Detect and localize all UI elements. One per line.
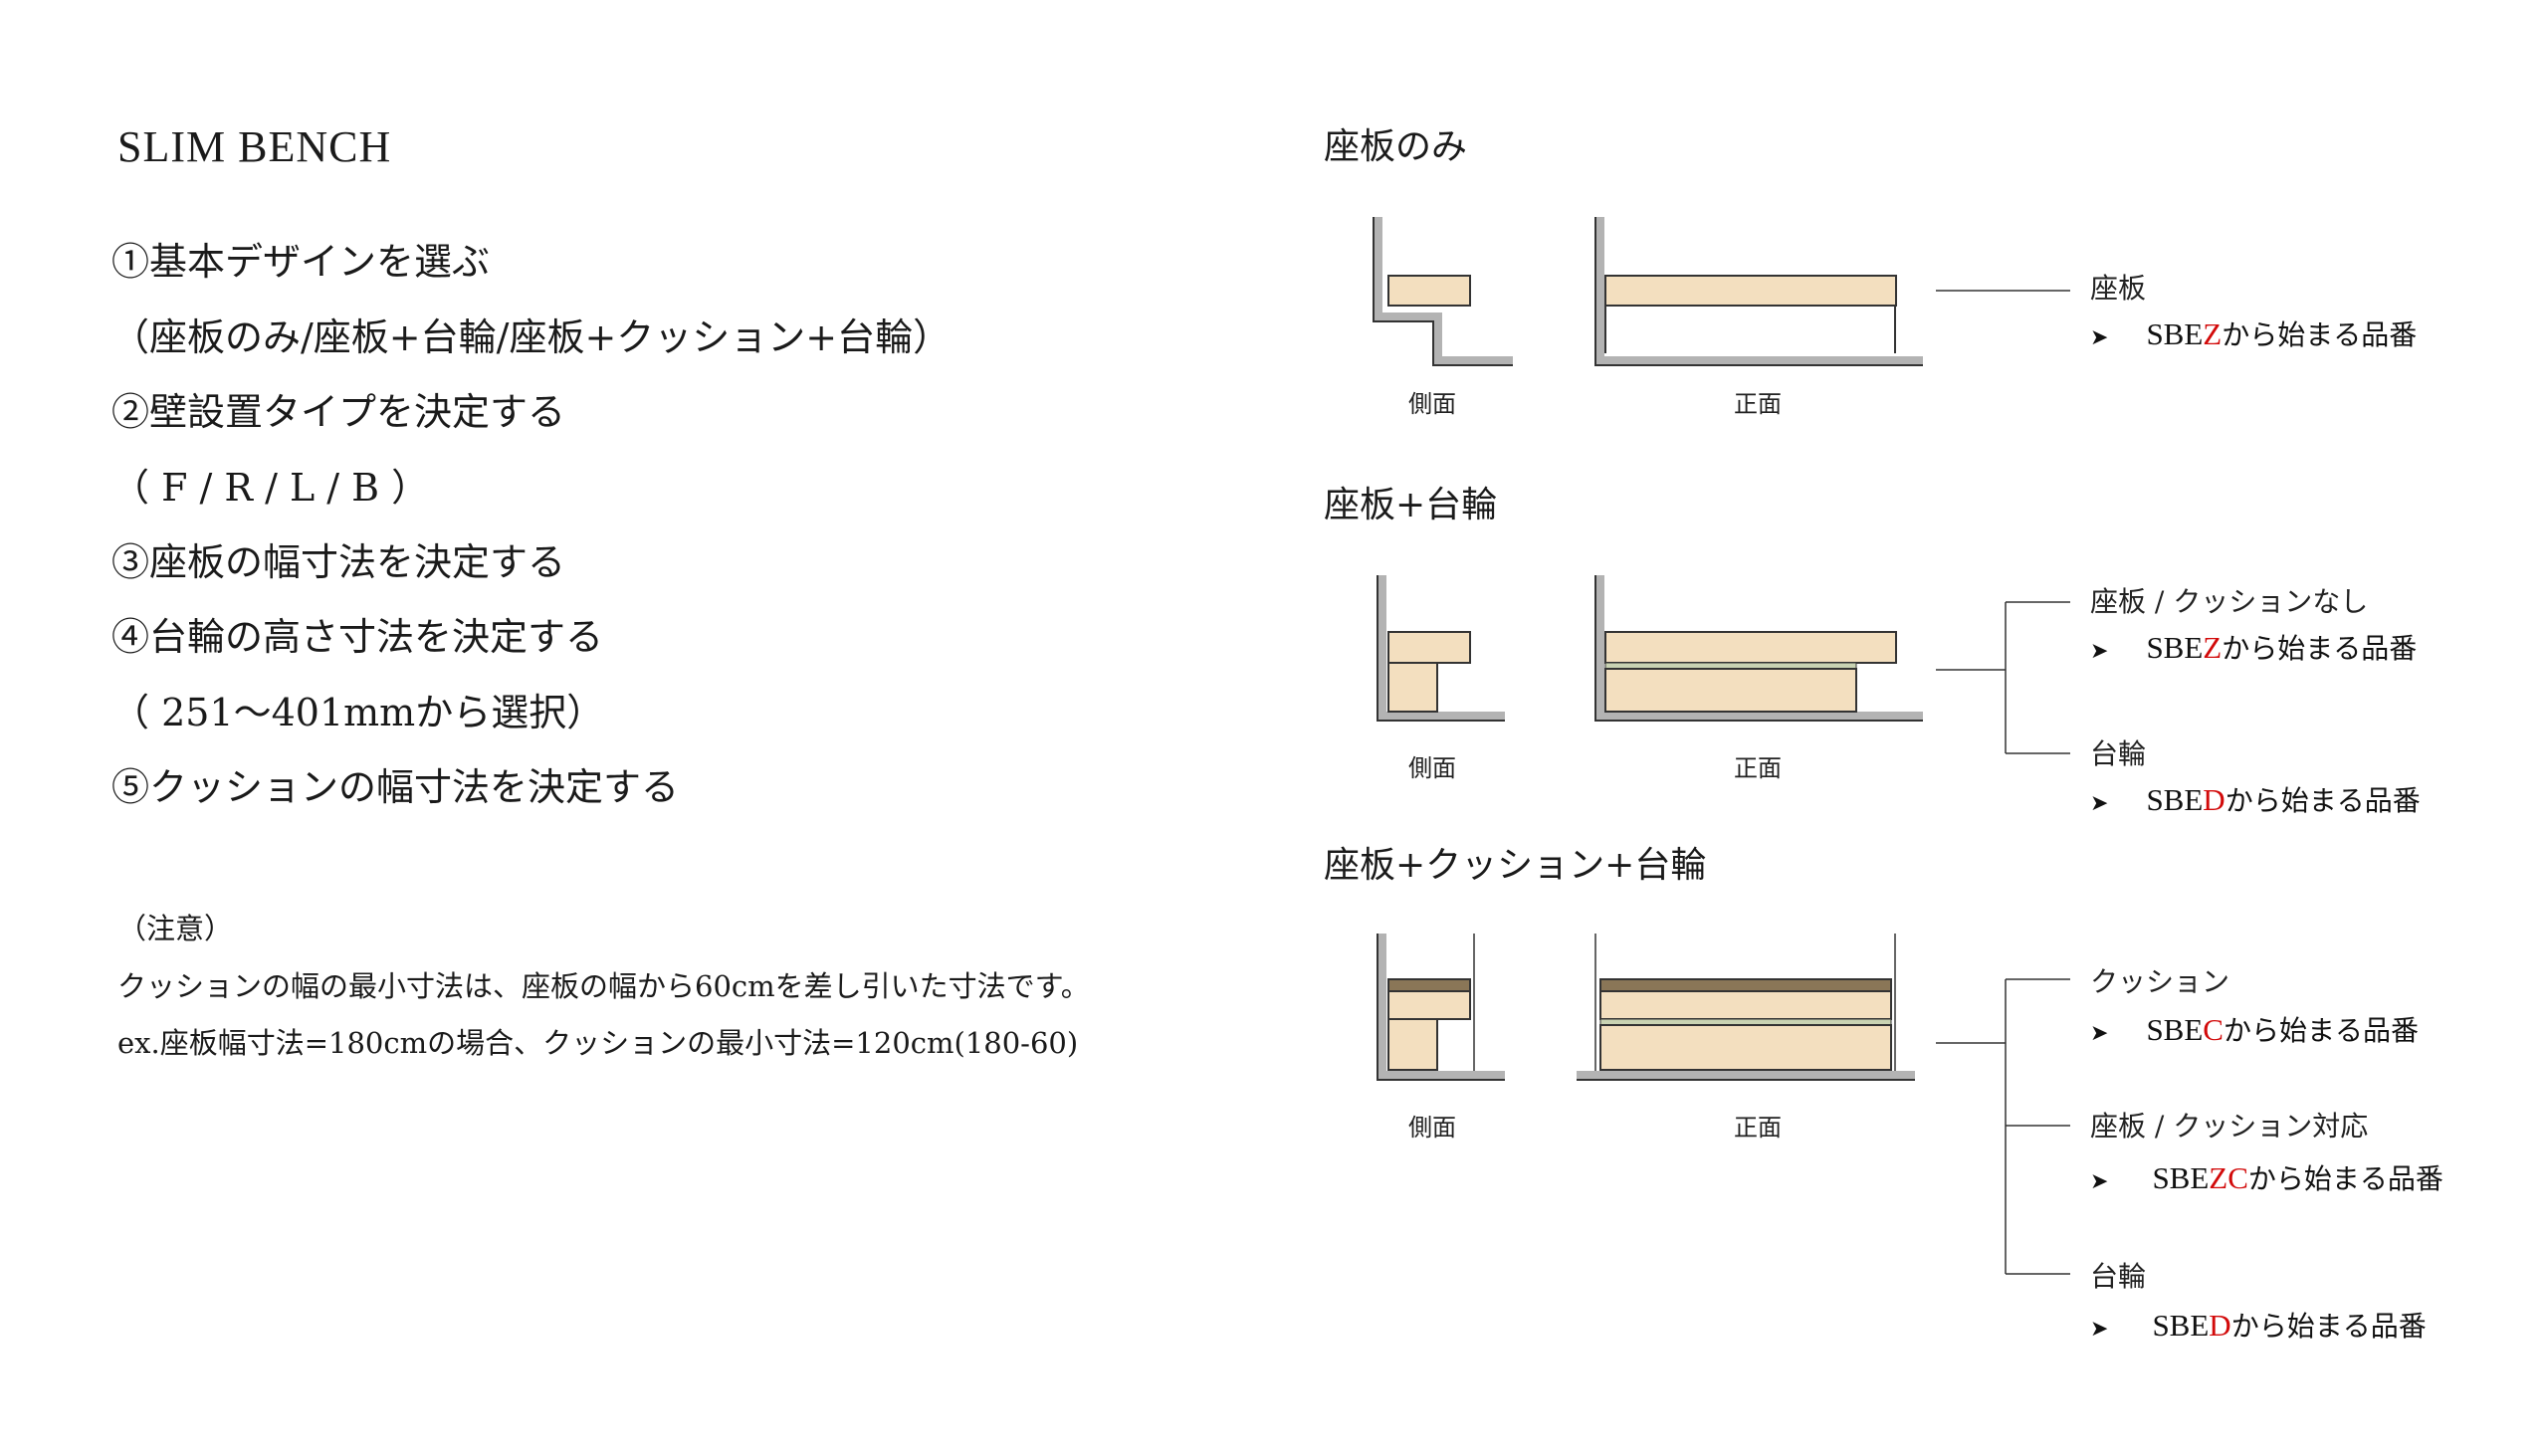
part-code: ➤SBEZから始まる品番 bbox=[2090, 630, 2418, 665]
step-3: ③座板の幅寸法を決定する bbox=[111, 540, 566, 584]
section2-side-caption: 側面 bbox=[1408, 754, 1456, 782]
part-label: 座板 / クッション対応 bbox=[2090, 1110, 2369, 1143]
section3-title: 座板+クッション+台輪 bbox=[1324, 845, 1707, 886]
plinth bbox=[1387, 1018, 1438, 1071]
section2-title: 座板+台輪 bbox=[1324, 485, 1498, 525]
plinth bbox=[1604, 668, 1857, 713]
section1-title: 座板のみ bbox=[1324, 126, 1468, 167]
arrowhead-icon: ➤ bbox=[2090, 791, 2109, 816]
seat-board bbox=[1604, 275, 1897, 307]
part-code: ➤SBECから始まる品番 bbox=[2090, 1012, 2419, 1047]
note-line-2: ex.座板幅寸法=180cmの場合、クッションの最小寸法=120cm(180-6… bbox=[117, 1026, 1079, 1060]
plinth bbox=[1387, 662, 1438, 713]
section2-front-caption: 正面 bbox=[1734, 754, 1782, 782]
part-code: ➤SBEDから始まる品番 bbox=[2090, 1308, 2427, 1343]
arrowhead-icon: ➤ bbox=[2090, 325, 2109, 350]
cushion bbox=[1599, 978, 1892, 992]
arrowhead-icon: ➤ bbox=[2090, 1169, 2109, 1194]
step-5: ⑤クッションの幅寸法を決定する bbox=[111, 765, 680, 809]
seat-board bbox=[1387, 990, 1471, 1020]
step-2: ②壁設置タイプを決定する bbox=[111, 390, 566, 434]
section2-side-view bbox=[1377, 575, 1505, 722]
section3-side-caption: 側面 bbox=[1408, 1114, 1456, 1142]
note-heading: （注意） bbox=[117, 912, 234, 945]
section1-front-caption: 正面 bbox=[1734, 390, 1782, 418]
part-label: 台輪 bbox=[2090, 737, 2147, 770]
part-code: ➤SBEZCから始まる品番 bbox=[2090, 1160, 2443, 1195]
seat-board bbox=[1604, 631, 1897, 664]
seat-board bbox=[1387, 275, 1471, 307]
section3-front-view bbox=[1577, 934, 1915, 1081]
part-label: クッション bbox=[2090, 965, 2230, 998]
step-2-options: （ F / R / L / B ） bbox=[111, 466, 430, 510]
step-1-options: （座板のみ/座板+台輪/座板+クッション+台輪） bbox=[111, 315, 952, 359]
arrowhead-icon: ➤ bbox=[2090, 1317, 2109, 1342]
step-1: ①基本デザインを選ぶ bbox=[111, 240, 491, 284]
section3-front-caption: 正面 bbox=[1734, 1114, 1782, 1142]
section3-leader bbox=[1936, 978, 2070, 1275]
section1-side-caption: 側面 bbox=[1408, 390, 1456, 418]
seat-board bbox=[1387, 631, 1471, 664]
part-label: 座板 / クッションなし bbox=[2090, 585, 2369, 618]
section2-leader bbox=[1936, 601, 2070, 754]
arrowhead-icon: ➤ bbox=[2090, 1021, 2109, 1046]
plinth bbox=[1599, 1024, 1892, 1071]
part-code: ➤SBEZから始まる品番 bbox=[2090, 316, 2418, 351]
seat-board bbox=[1599, 990, 1892, 1020]
part-label: 座板 bbox=[2090, 272, 2147, 305]
arrowhead-icon: ➤ bbox=[2090, 639, 2109, 664]
cushion bbox=[1387, 978, 1471, 992]
part-label: 台輪 bbox=[2090, 1260, 2147, 1293]
section2-front-view bbox=[1594, 575, 1923, 722]
section1-front-view bbox=[1594, 217, 1923, 366]
step-4: ④台輪の高さ寸法を決定する bbox=[111, 615, 604, 659]
section3-side-view bbox=[1377, 934, 1505, 1081]
part-code: ➤SBEDから始まる品番 bbox=[2090, 782, 2421, 817]
section1-side-view bbox=[1373, 217, 1513, 366]
page-title: SLIM BENCH bbox=[117, 122, 392, 171]
step-4-options: （ 251〜401mmから選択） bbox=[111, 691, 605, 734]
note-line-1: クッションの幅の最小寸法は、座板の幅から60cmを差し引いた寸法です。 bbox=[117, 969, 1090, 1003]
